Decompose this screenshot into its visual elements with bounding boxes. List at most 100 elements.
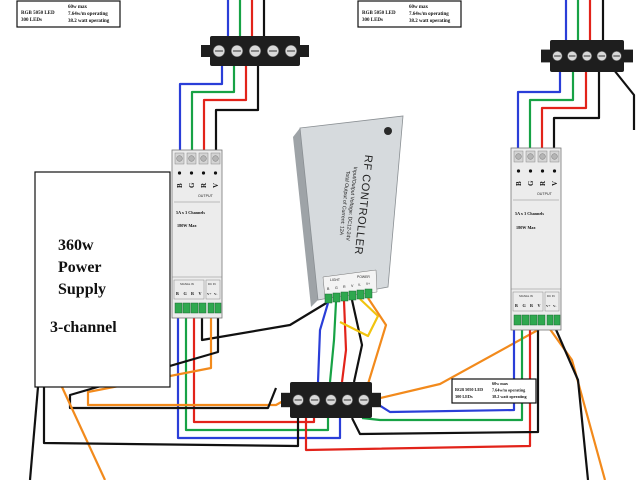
output-pin-label: V [212,183,220,188]
controller-body [299,115,404,301]
spec-max: 180W Max [177,223,197,228]
dc-terminal [546,314,554,326]
signal-terminal [529,314,538,326]
terminal-block-top-left [201,36,309,66]
pin-dot [213,171,218,175]
dc-terminal [553,314,561,326]
power-supply-label: Supply [58,281,106,298]
pin-dot [189,171,194,175]
input-terminals [513,314,561,326]
terminal-screw [515,153,522,160]
wire-blue [316,302,330,383]
signal-pin-label: V [199,291,202,296]
power-supply-channels: 3-channel [50,319,117,336]
led-label-box [357,0,462,28]
light-pin-label: G [335,286,338,290]
input-terminals [174,302,222,314]
wire-black [68,313,278,410]
power-supply-wattage: 360w [58,237,94,254]
wire-orange [546,324,607,480]
signal-pin-label: G [184,291,188,296]
spec-max: 180W Max [516,225,536,230]
led-label-bottom: RGB 5050 LED 300 LEDs 60w max 7.64w/m op… [451,378,537,404]
led-label-box [16,0,121,28]
signal-pin-label: V [538,303,541,308]
led-max: 60w max [492,381,509,386]
signal-terminal [513,314,522,326]
wire-black [613,69,636,130]
output-pin-label: R [539,180,547,186]
wire-green [361,325,524,422]
controller-terminal [356,289,365,300]
led-model: RGB 5050 LED [21,11,55,16]
signal-in-label: SIGNAL IN [519,294,533,298]
light-pin-label: B [327,287,330,291]
led-operating: 38.2 watt operating [409,19,451,24]
terminal-block-bottom [281,382,381,418]
controller-terminal [324,293,333,304]
controller-terminals [324,288,373,304]
wire-black [214,64,260,153]
signal-in-panel [173,279,205,300]
pin-dot [201,171,206,175]
wire-green [184,313,330,432]
wire-black [552,72,601,151]
controller-side [293,128,318,307]
controller-terminal [340,291,349,302]
led-max: 60w max [409,5,429,10]
power-pin-label: V+ [366,282,370,286]
pin-dot [177,171,182,175]
power-supply-label: Power [58,259,102,276]
light-label: LIGHT [330,278,340,282]
controller-terminal [364,288,373,299]
signal-pin-label: R [530,303,534,308]
dc-in-label: DC IN [547,294,555,298]
led-model: RGB 5050 LED [362,11,396,16]
amplifier-body [171,149,223,319]
wire-orange [366,297,388,385]
amplifier-left: B G R V OUTPUT 5A x 3 Channels 180W Max … [171,149,223,319]
amplifier-body [510,147,562,331]
amplifier-right: B G R V OUTPUT 5A x 3 Channels 180W Max … [510,147,562,331]
signal-terminal [182,302,191,314]
signal-in-label: SIGNAL IN [180,282,194,286]
wire-orange [86,313,293,407]
led-max: 60w max [68,5,88,10]
power-label: POWER [357,275,370,279]
led-count: 300 LEDs [21,18,42,23]
signal-pin-label: B [515,303,518,308]
wire-red [202,64,248,153]
signal-terminal [198,302,207,314]
led-count: 300 LEDs [455,394,473,399]
signal-pin-label: G [523,303,527,308]
power-pin-label: V- [358,283,361,287]
dc-terminal [214,302,222,314]
output-terminals [174,152,221,165]
wire-green [190,64,236,153]
dc-in-label: DC IN [208,282,216,286]
signal-terminal [190,302,199,314]
light-pin-label: R [343,285,346,289]
signal-pin-label: R [191,291,195,296]
pin-dot [528,169,533,173]
light-pin-label: V [351,284,354,288]
output-label: OUTPUT [198,194,214,198]
signal-in-panel [512,291,544,312]
terminal-screw [212,155,219,162]
terminal-screw [527,153,534,160]
dc-terminal [207,302,215,314]
terminal-screw [200,155,207,162]
led-model: RGB 5050 LED [455,387,483,392]
terminal-block-top-right [541,40,633,72]
led-per-meter: 7.64w/m operating [68,12,108,17]
output-pin-label: V [551,181,559,186]
output-label: OUTPUT [537,192,553,196]
signal-terminal [174,302,183,314]
power-supply-box [34,171,171,388]
dc-in-panel [205,279,221,300]
power-supply: 360w Power Supply 3-channel [34,171,171,388]
output-pin-label: R [200,182,208,188]
output-pin-label: B [515,181,523,186]
antenna-port [384,127,392,135]
